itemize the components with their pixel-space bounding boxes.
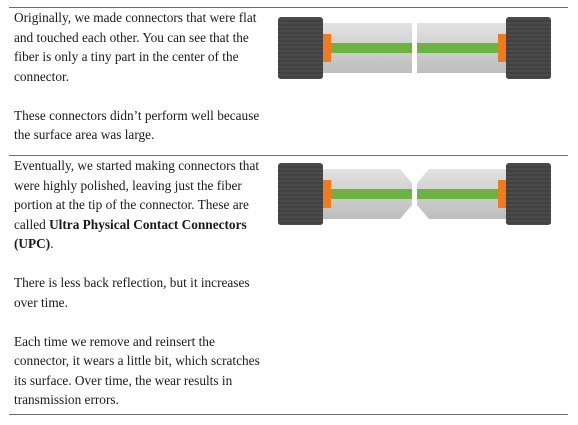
- table-bottom-rule: [9, 414, 568, 415]
- right-jacket: [506, 17, 551, 79]
- row-2-paragraph-1: Eventually, we started making connectors…: [14, 156, 272, 254]
- row-2-paragraph-1-end: .: [50, 236, 54, 251]
- left-fiber: [328, 43, 412, 53]
- right-collar: [498, 180, 506, 208]
- right-collar: [498, 34, 506, 62]
- left-jacket: [278, 17, 323, 79]
- row-1-paragraph-1: Originally, we made connectors that were…: [14, 8, 272, 86]
- row-2-paragraph-2: There is less back reflection, but it in…: [14, 273, 272, 312]
- row-1-text: Originally, we made connectors that were…: [14, 8, 272, 145]
- row-2-text: Eventually, we started making connectors…: [14, 156, 272, 410]
- left-collar: [323, 34, 331, 62]
- right-fiber: [417, 43, 501, 53]
- upc-connector-diagram: [278, 163, 551, 225]
- right-fiber: [417, 189, 501, 199]
- upc-term: Ultra Physical Contact Connectors (UPC): [14, 216, 247, 252]
- left-fiber: [328, 189, 412, 199]
- row-divider-rule: [9, 155, 568, 156]
- row-1-paragraph-2: These connectors didn’t perform well bec…: [14, 106, 272, 145]
- row-2-paragraph-3: Each time we remove and reinsert the con…: [14, 332, 272, 410]
- row-2-paragraph-1-text: Eventually, we started making connectors…: [14, 158, 260, 232]
- left-jacket: [278, 163, 323, 225]
- row-2-paragraph-2-text: There is less back reflection, but it in…: [14, 275, 250, 310]
- flat-connector-diagram: [278, 17, 551, 79]
- row-2-paragraph-3-text: Each time we remove and reinsert the con…: [14, 333, 260, 408]
- right-jacket: [506, 163, 551, 225]
- table-top-rule: [9, 7, 568, 8]
- row-1-paragraph-1-text: Originally, we made connectors that were…: [14, 10, 257, 84]
- row-1-paragraph-2-text: These connectors didn’t perform well bec…: [14, 107, 260, 143]
- left-collar: [323, 180, 331, 208]
